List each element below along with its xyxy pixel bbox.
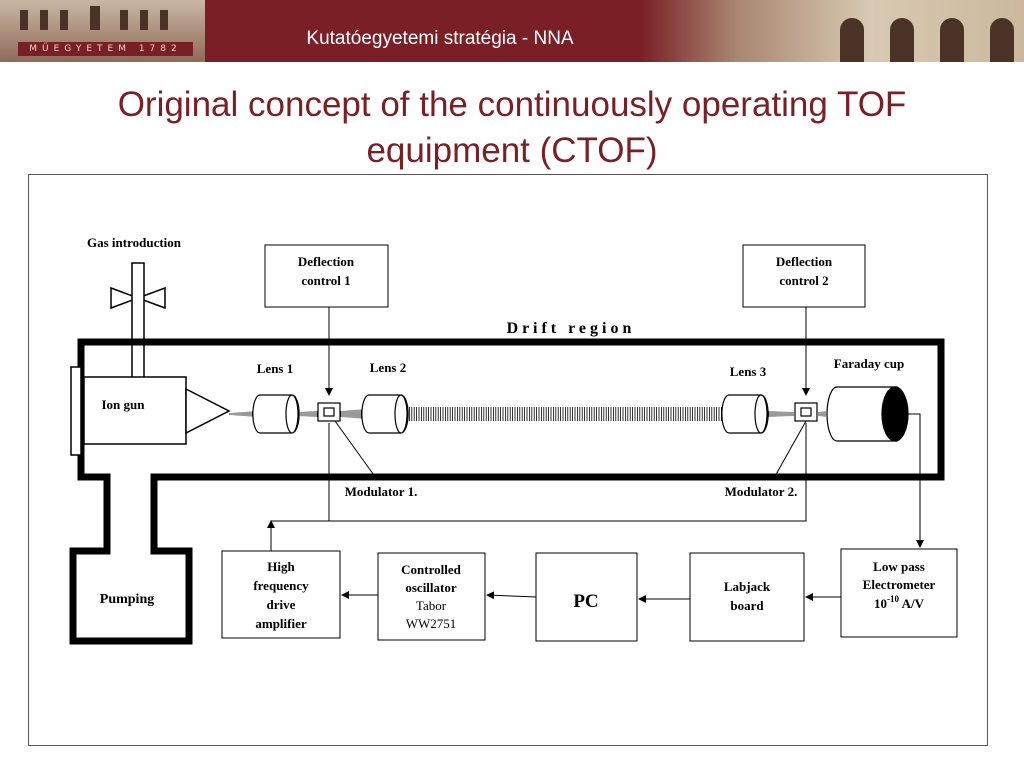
lens-3 [721,394,769,434]
labjack-line2: board [730,598,764,613]
ion-gun-nozzle [185,387,231,435]
header-title: Kutatóegyetemi stratégia - NNA [306,28,574,49]
labjack-board-box [689,552,805,642]
modulator-1-label: Modulator 1. [345,484,418,499]
modulator-2 [794,402,818,422]
oscillator-line2: oscillator [405,580,456,595]
modulator-2-label: Modulator 2. [725,484,798,499]
university-building-image: MŰEGYETEM 1782 [0,0,205,62]
modulator-2-pointer [773,420,807,479]
deflection-control-1-box [264,244,389,308]
amplifier-to-modulators-line [270,423,807,551]
electrometer-unit: A/V [899,596,925,611]
gas-introduction-label: Gas introduction [87,235,182,250]
deflection-control-2-line2: control 2 [779,273,828,288]
hf-amp-line2: frequency [253,578,309,593]
ctof-diagram: Gas introduction D r i f t r e g i o n I… [28,174,988,746]
electrometer-exponent: -10 [887,594,899,604]
electrometer-line2: Electrometer [863,577,936,592]
deflection-control-1-line1: Deflection [298,254,355,269]
pc-box [535,552,638,642]
deflection-control-2-box [742,244,866,308]
electrometer-line1: Low pass [873,559,925,574]
modulator-1-pointer [334,420,377,479]
lens-2-label: Lens 2 [370,360,406,375]
hf-drive-amplifier-box [221,550,341,639]
pc-label: PC [573,591,598,612]
modulator-1 [317,402,341,422]
oscillator-line3: Tabor [416,598,447,613]
pumping-label: Pumping [100,592,154,607]
hf-amp-line4: amplifier [255,616,306,631]
lens-2 [361,394,409,434]
labjack-line1: Labjack [724,579,771,594]
faraday-to-electrometer-line [908,413,924,548]
electrometer-box [840,548,958,638]
hf-amp-line3: drive [267,597,296,612]
deflection-control-1-line2: control 1 [301,273,350,288]
ion-gun [83,376,187,445]
university-crest-text: MŰEGYETEM 1782 [18,42,193,56]
drift-chamber-wall [69,338,945,645]
oscillator-line4: WW2751 [406,616,457,631]
electrometer-line3: 10-10 A/V [874,594,925,611]
faraday-cup-label: Faraday cup [834,356,904,371]
lens-1 [252,394,300,434]
header-banner: MŰEGYETEM 1782 Kutatóegyetemi stratégia … [0,0,1024,62]
hf-amp-line1: High [267,559,295,574]
electrometer-base: 10 [874,596,887,611]
lens-3-label: Lens 3 [730,364,767,379]
slide-title: Original concept of the continuously ope… [117,85,907,170]
building-arches-image [640,0,1024,62]
lens-1-label: Lens 1 [257,361,293,376]
drift-region-label: D r i f t r e g i o n [507,320,632,337]
oscillator-line1: Controlled [401,562,461,577]
pc-to-oscillator-line [486,591,537,600]
ion-gun-label: Ion gun [102,397,146,412]
controlled-oscillator-box [377,552,486,641]
faraday-cup [826,386,909,442]
gas-inlet-pipe [131,262,145,379]
deflection-control-2-line1: Deflection [776,254,833,269]
ion-gun-mount [70,366,82,456]
